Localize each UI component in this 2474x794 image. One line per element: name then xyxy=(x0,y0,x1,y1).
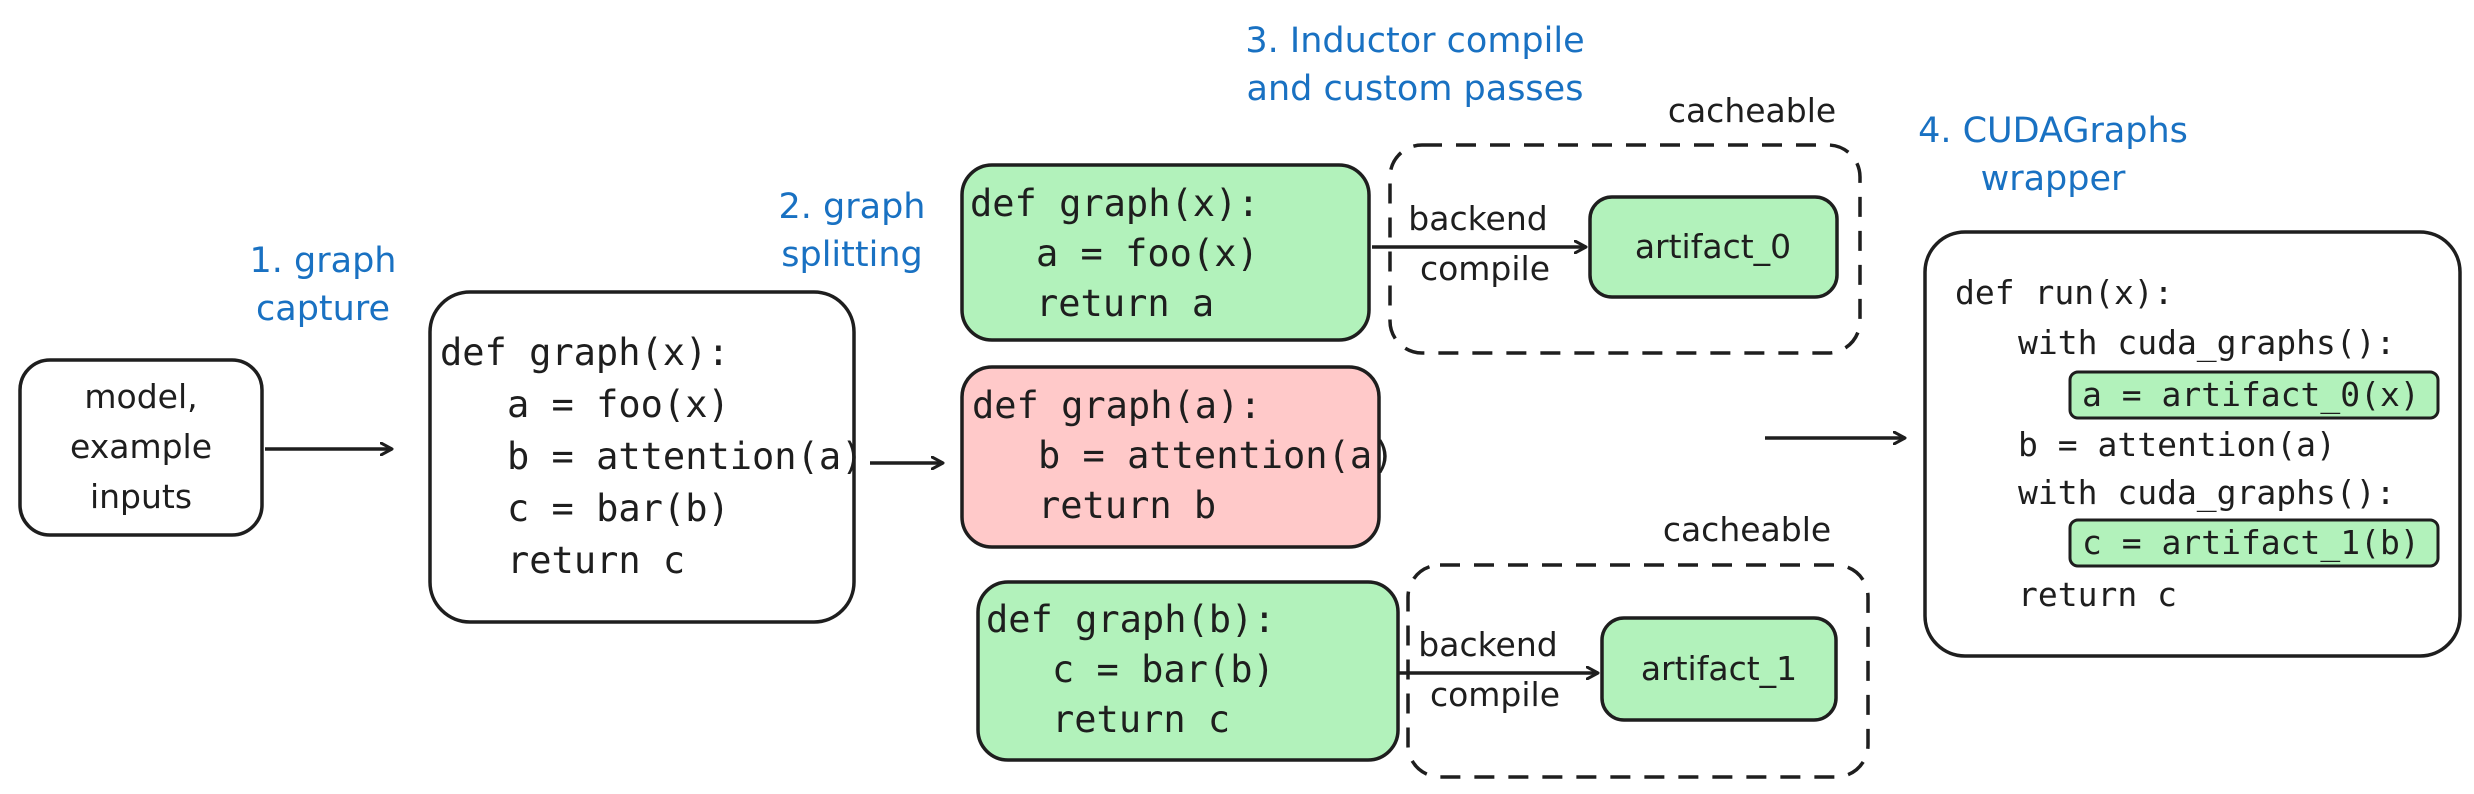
step-4-line-1: 4. CUDAGraphs xyxy=(1918,111,2188,151)
wrapper-line-5: with cuda_graphs(): xyxy=(2018,473,2396,513)
full-graph-line-5: return c xyxy=(507,539,685,582)
wrapper-highlight-artifact-0 xyxy=(2068,370,2440,420)
input-line-1: model, xyxy=(84,377,197,416)
full-graph-line-2: a = foo(x) xyxy=(507,383,730,426)
step-1-label: 1. graph capture xyxy=(250,241,397,329)
subgraph-attention-box: def graph(a): b = attention(a) return b xyxy=(960,365,1394,549)
wrapper-line-2: with cuda_graphs(): xyxy=(2018,323,2396,363)
backend-compile-0-line-1: backend xyxy=(1408,199,1547,238)
subgraph-attention-line-1: def graph(a): xyxy=(972,384,1262,427)
cacheable-region-0: cacheable backend compile artifact_0 xyxy=(1372,91,1862,355)
subgraph-attention-line-3: return b xyxy=(1038,484,1216,527)
backend-compile-0-line-2: compile xyxy=(1420,249,1550,288)
artifact-1-label: artifact_1 xyxy=(1641,649,1797,688)
step-1-line-1: 1. graph xyxy=(250,241,397,281)
artifact-1-box xyxy=(1600,616,1838,722)
cudagraphs-wrapper-box: def run(x): with cuda_graphs(): a = arti… xyxy=(1923,230,2462,658)
subgraph-1-box: def graph(b): c = bar(b) return c xyxy=(976,580,1400,762)
step-2-label: 2. graph splitting xyxy=(779,187,926,275)
cacheable-label-1: cacheable xyxy=(1663,510,1831,549)
input-line-3: inputs xyxy=(90,477,192,516)
input-line-2: example xyxy=(70,427,212,466)
backend-compile-1-line-2: compile xyxy=(1430,675,1560,714)
step-2-line-2: splitting xyxy=(781,235,922,275)
wrapper-line-1: def run(x): xyxy=(1955,273,2174,312)
step-3-line-2: and custom passes xyxy=(1247,69,1584,109)
step-1-line-2: capture xyxy=(256,289,390,329)
step-4-line-2: wrapper xyxy=(1981,159,2126,199)
artifact-0-box xyxy=(1588,195,1839,299)
subgraph-0-box: def graph(x): a = foo(x) return a xyxy=(960,163,1371,342)
wrapper-line-6: c = artifact_1(b) xyxy=(2082,523,2420,563)
step-2-line-1: 2. graph xyxy=(779,187,926,227)
subgraph-1-line-3: return c xyxy=(1052,698,1230,741)
full-graph-line-1: def graph(x): xyxy=(440,331,730,374)
step-3-line-1: 3. Inductor compile xyxy=(1245,21,1584,61)
step-3-label: 3. Inductor compile and custom passes xyxy=(1245,21,1584,109)
subgraph-0-line-3: return a xyxy=(1036,282,1214,325)
subgraph-1-line-1: def graph(b): xyxy=(986,598,1276,641)
wrapper-line-7: return c xyxy=(2018,575,2177,614)
subgraph-1-line-2: c = bar(b) xyxy=(1052,648,1275,691)
cacheable-region-1: cacheable backend compile artifact_1 xyxy=(1398,510,1870,779)
subgraph-0-line-2: a = foo(x) xyxy=(1036,232,1259,275)
full-graph-line-4: c = bar(b) xyxy=(507,487,730,530)
subgraph-attention-line-2: b = attention(a) xyxy=(1038,434,1394,477)
full-graph-line-3: b = attention(a) xyxy=(507,435,863,478)
wrapper-line-4: b = attention(a) xyxy=(2018,425,2336,464)
step-4-label: 4. CUDAGraphs wrapper xyxy=(1918,111,2188,199)
wrapper-line-3: a = artifact_0(x) xyxy=(2082,375,2420,415)
full-graph-box: def graph(x): a = foo(x) b = attention(a… xyxy=(428,290,863,624)
cacheable-label-0: cacheable xyxy=(1668,91,1836,130)
backend-compile-1-line-1: backend xyxy=(1418,625,1557,664)
subgraph-0-line-1: def graph(x): xyxy=(970,182,1260,225)
wrapper-highlight-artifact-1 xyxy=(2068,518,2440,568)
artifact-0-label: artifact_0 xyxy=(1635,227,1791,266)
input-box: model, example inputs xyxy=(18,358,264,537)
